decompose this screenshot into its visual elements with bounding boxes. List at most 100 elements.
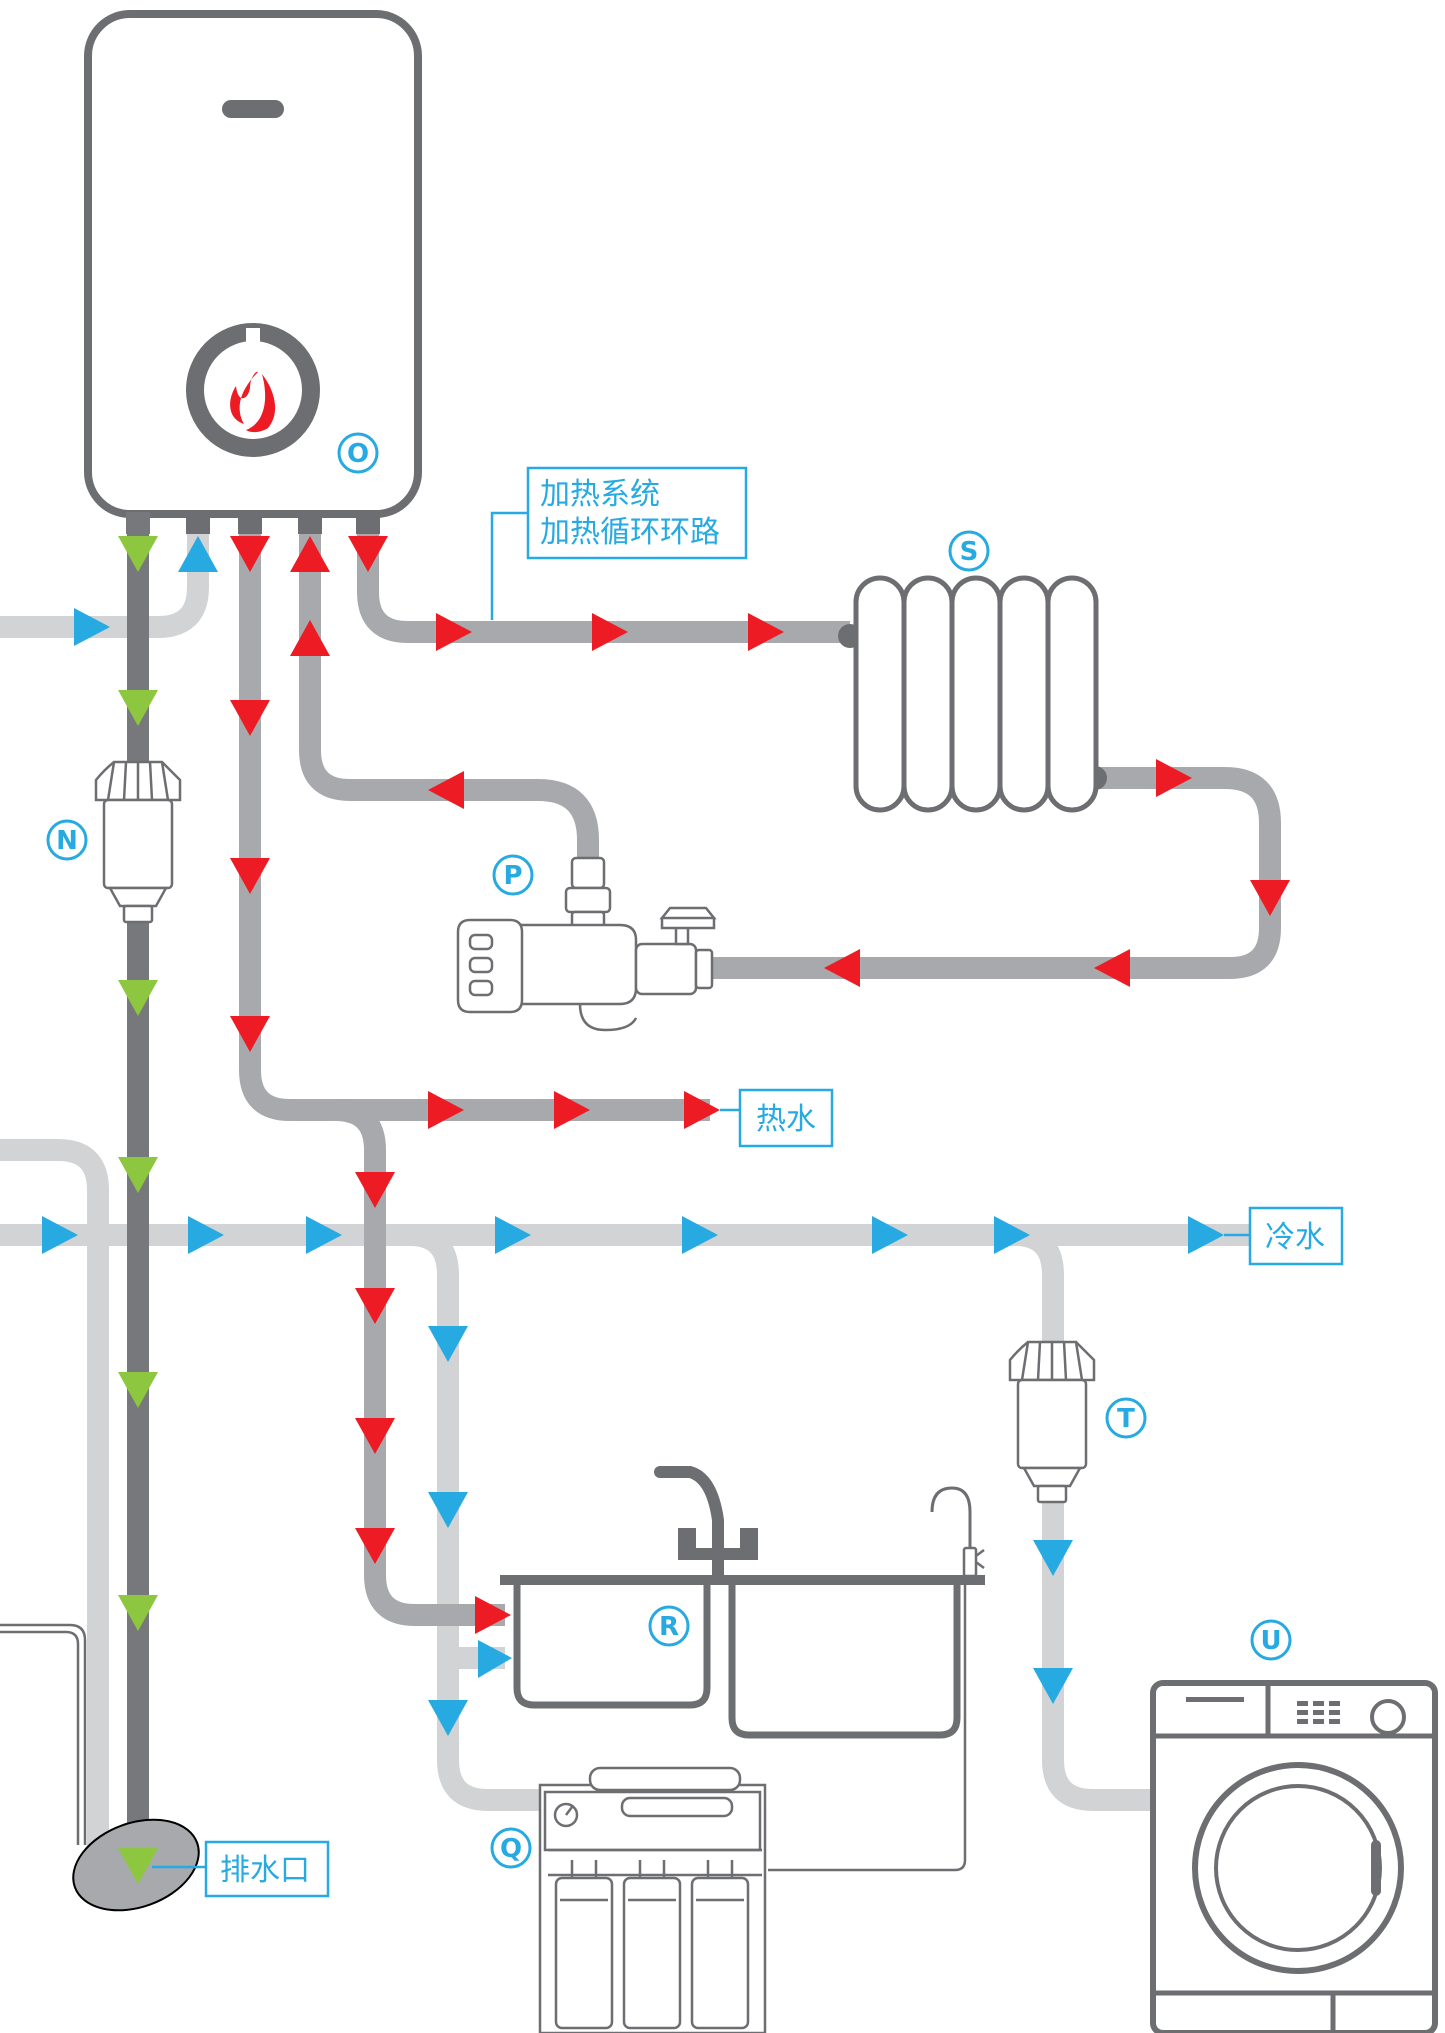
cold-water-label: 冷水 bbox=[1224, 1206, 1344, 1266]
purifier-manifold bbox=[548, 1848, 762, 1877]
marker-sink: R bbox=[648, 1605, 690, 1647]
drain-label-box bbox=[204, 1840, 330, 1898]
heating-label-box bbox=[526, 466, 748, 560]
drain-line-inner bbox=[0, 1630, 80, 1845]
marker-pump-letter: P bbox=[503, 861, 522, 891]
boiler-stub-3 bbox=[238, 512, 262, 534]
pump-return-pipe bbox=[299, 525, 599, 858]
heating-flow-pipe bbox=[357, 525, 850, 643]
radiator-fin-4 bbox=[997, 575, 1051, 813]
marker-boiler-letter: O bbox=[347, 439, 369, 469]
marker-filter-main: N bbox=[46, 819, 88, 861]
pump-base bbox=[578, 1003, 638, 1032]
cold-branch-pipe bbox=[409, 1224, 545, 1811]
sink-countertop bbox=[500, 1575, 985, 1585]
filter-main-outlet bbox=[122, 904, 154, 924]
heating-return-pipe bbox=[700, 767, 1281, 979]
washer-door-inner bbox=[1214, 1784, 1382, 1952]
radiator bbox=[838, 575, 1107, 813]
pump-cap-1 bbox=[468, 933, 494, 951]
marker-radiator-letter: S bbox=[960, 537, 979, 567]
gauge-needle bbox=[565, 1806, 573, 1816]
filter-washer-body bbox=[1016, 1378, 1088, 1470]
filtered-tap-body bbox=[962, 1546, 978, 1578]
sink-bowl-left bbox=[513, 1585, 711, 1709]
filter-washer-neck bbox=[1021, 1466, 1083, 1488]
marker-washer-letter: U bbox=[1260, 1626, 1281, 1656]
sink-bowl-right bbox=[728, 1585, 961, 1739]
hot-water-label: 热水 bbox=[720, 1088, 834, 1148]
washing-machine bbox=[1150, 1680, 1438, 2033]
boiler-stub-1 bbox=[126, 512, 150, 534]
filter-cartridge-1 bbox=[554, 1876, 614, 2030]
filter-washer-outlet bbox=[1036, 1484, 1068, 1504]
marker-filter-washer-letter: T bbox=[1117, 1404, 1135, 1434]
filter-main-body bbox=[102, 798, 174, 890]
water-purifier bbox=[538, 1766, 767, 2033]
pump-assembly bbox=[456, 856, 717, 1032]
cold-washer-pipe bbox=[1014, 1224, 1150, 1811]
filter-washer-ribs bbox=[1020, 1341, 1084, 1381]
heating-label-line2: 加热循环环路 bbox=[540, 515, 720, 550]
filter-main-ribs bbox=[106, 761, 170, 801]
purifier-tank bbox=[588, 1766, 742, 1792]
marker-purifier-letter: Q bbox=[500, 1834, 522, 1864]
filtered-tap-lever bbox=[975, 1549, 985, 1569]
faucet-icon bbox=[654, 1466, 724, 1571]
marker-boiler: O bbox=[337, 432, 379, 474]
boiler-stub-4 bbox=[298, 512, 322, 534]
heating-system-label: 加热系统 加热循环环路 bbox=[490, 466, 748, 620]
valve-nut bbox=[694, 948, 714, 990]
pump-cap-3 bbox=[468, 979, 494, 997]
drain-label-text: 排水口 bbox=[220, 1853, 310, 1888]
radiator-fin-2 bbox=[901, 575, 955, 813]
marker-radiator: S bbox=[948, 530, 990, 572]
purifier-inner-panel bbox=[620, 1796, 734, 1818]
marker-washer: U bbox=[1250, 1619, 1292, 1661]
drain-line bbox=[0, 1623, 87, 1845]
pump-cap-2 bbox=[468, 956, 494, 974]
heating-label-leader bbox=[490, 511, 528, 620]
filter-main bbox=[94, 760, 182, 924]
faucet-knob-right bbox=[740, 1528, 758, 1548]
radiator-fin-5 bbox=[1045, 575, 1099, 813]
washer-control-line bbox=[1153, 1683, 1435, 1739]
filter-main-neck bbox=[107, 886, 169, 908]
hot-arrows bbox=[230, 536, 1290, 1634]
radiator-fin-3 bbox=[949, 575, 1003, 813]
sink bbox=[500, 1466, 985, 1872]
washer-buttons bbox=[1297, 1701, 1340, 1724]
boiler-display bbox=[222, 100, 284, 118]
filter-cartridge-2 bbox=[622, 1876, 682, 2030]
hot-to-sink-pipe bbox=[334, 1099, 505, 1626]
boiler bbox=[84, 10, 422, 534]
marker-pump: P bbox=[492, 854, 534, 896]
cold-arrows bbox=[42, 536, 1224, 1736]
cold-water-label-box bbox=[1248, 1206, 1344, 1266]
flame-icon bbox=[230, 371, 276, 433]
faucet-knob-left bbox=[678, 1528, 696, 1548]
flow-arrows bbox=[42, 536, 1290, 1884]
filtered-tap-icon bbox=[930, 1486, 972, 1560]
drain-arrows bbox=[118, 536, 158, 1884]
cold-water-label-text: 冷水 bbox=[1265, 1220, 1325, 1255]
marker-filter-washer: T bbox=[1105, 1397, 1147, 1439]
purifier-output-line bbox=[768, 1585, 967, 1872]
faucet-base bbox=[678, 1548, 758, 1560]
washer-slot bbox=[1186, 1697, 1244, 1702]
heating-label-line1: 加热系统 bbox=[540, 477, 660, 512]
hot-water-label-text: 热水 bbox=[756, 1102, 816, 1137]
washer-door-handle bbox=[1371, 1840, 1381, 1896]
hot-water-pipe bbox=[239, 525, 710, 1121]
drain-label: 排水口 bbox=[152, 1840, 330, 1898]
washer-base-line bbox=[1153, 1990, 1435, 2033]
marker-sink-letter: R bbox=[659, 1612, 679, 1642]
boiler-ring-notch bbox=[246, 328, 260, 350]
boiler-stub-5 bbox=[356, 512, 380, 534]
washer-dial-icon bbox=[1370, 1699, 1406, 1735]
pump-union-top bbox=[570, 856, 606, 890]
cartridge-details bbox=[560, 1860, 744, 1902]
valve-body bbox=[634, 942, 698, 996]
valve-handle-icon bbox=[659, 906, 717, 946]
